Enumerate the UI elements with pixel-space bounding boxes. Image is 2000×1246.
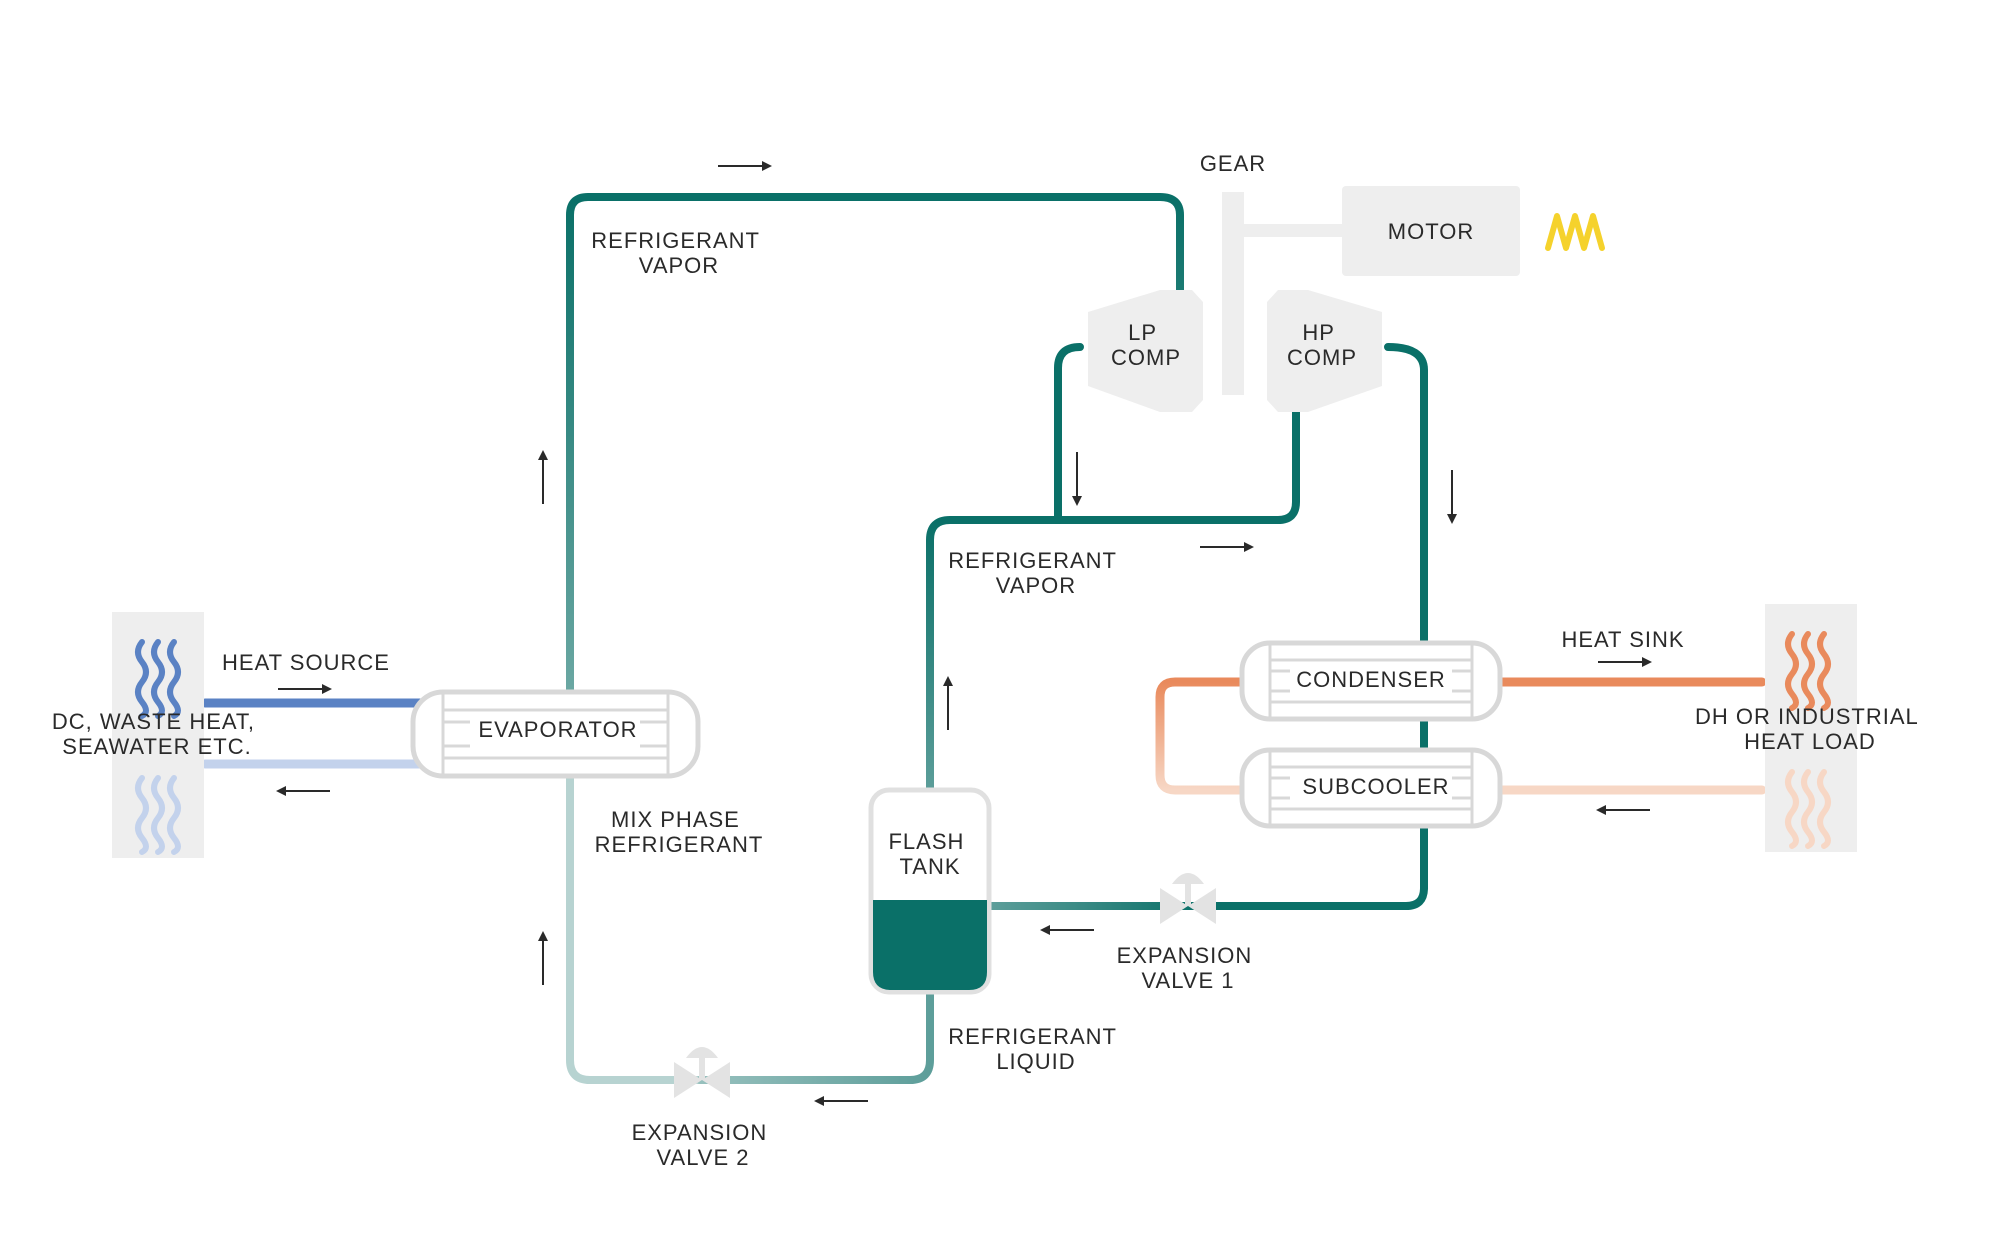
heat-sink-hot-wavy-heat-icon [1785,631,1831,711]
flow-arrow-down-lp [1072,452,1082,506]
refrigerant-vapor-top-label: REFRIGERANT VAPOR [591,228,766,278]
heat-source-cold-wavy-heat-icon [135,775,181,855]
flash-tank-label: FLASH TANK [888,829,971,879]
evaporator-label: EVAPORATOR [478,717,637,742]
refrigerant-liquid-label: REFRIGERANT LIQUID [948,1024,1123,1074]
condenser [1239,640,1503,722]
heat-source-label: HEAT SOURCE [222,650,390,675]
hp-compressor [1267,290,1382,412]
flow-arrow-left-bottom [814,1096,868,1106]
flow-arrow-source-return [276,786,330,796]
heat-source-description: DC, WASTE HEAT, SEAWATER ETC. [52,709,262,759]
flash-tank [868,787,992,995]
flow-arrow-source-supply [278,684,332,694]
pipe-evaporator-to-valve2 [566,766,704,1084]
flow-arrow-right-top [718,161,772,171]
expansion-valve-2-icon[interactable] [674,1047,730,1098]
refrigerant-vapor-mid-label: REFRIGERANT VAPOR [948,548,1123,598]
flow-arrow-left-valve1 [1040,925,1094,935]
condenser-label: CONDENSER [1296,667,1446,692]
gear-shaft-vertical [1222,192,1244,395]
pipe-evaporator-to-lp [566,193,1184,704]
mix-phase-refrigerant-label: MIX PHASE REFRIGERANT [595,807,764,857]
expansion-valve-1-icon[interactable] [1160,873,1216,924]
flow-arrow-up-left-upper [538,450,548,504]
evaporator [410,689,701,779]
expansion-valve-2-label: EXPANSION VALVE 2 [632,1120,775,1170]
flow-arrow-sink-supply [1598,657,1652,667]
subcooler-label: SUBCOOLER [1302,774,1449,799]
motor-label: MOTOR [1388,219,1474,244]
lp-compressor [1088,290,1203,412]
flow-arrow-sink-return [1596,805,1650,815]
heat-sink-cold-wavy-heat-icon [1785,769,1831,849]
flow-arrow-up-left-lower [538,931,548,985]
pipe-flashtank-to-hp [926,401,1300,799]
subcooler [1239,747,1503,829]
hp-comp-label: HP COMP [1287,320,1357,370]
pipe-subcooler-to-valve1 [1196,821,1428,910]
pipe-hp-to-condenser [1384,343,1428,649]
flow-arrow-down-hp [1447,470,1457,524]
gear-label: GEAR [1200,151,1266,176]
heat-sink-label: HEAT SINK [1561,627,1684,652]
flow-arrow-right-mid [1200,542,1254,552]
gear-shaft-horizontal [1244,224,1344,237]
heat-sink-description: DH OR INDUSTRIAL HEAT LOAD [1695,704,1925,754]
pipe-lp-discharge [1054,343,1084,524]
flash-tank-liquid [873,900,987,990]
lp-comp-label: LP COMP [1111,320,1181,370]
pipe-sink-internal-loop [1155,677,1250,795]
flow-arrow-up-flashtank [943,676,953,730]
pipe-valve2-to-flashtank [696,986,934,1084]
motor-box [1342,186,1520,276]
motor-power-electric-zigzag-icon [1545,213,1605,251]
expansion-valve-1-label: EXPANSION VALVE 1 [1117,943,1260,993]
heat-source-hot-wavy-heat-icon [135,639,181,719]
